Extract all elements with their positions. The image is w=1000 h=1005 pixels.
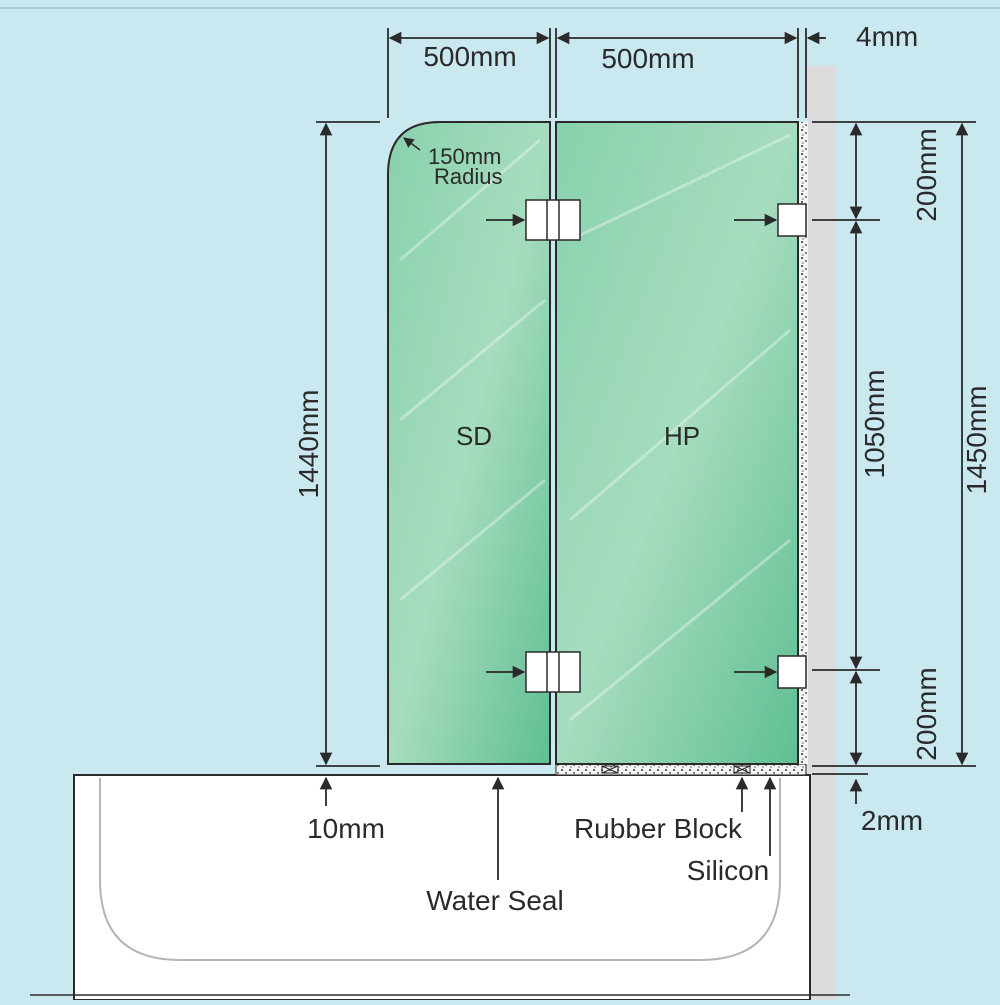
dim-top-left-width: 500mm [423, 41, 516, 72]
wall-bracket-bottom [777, 655, 807, 689]
left-height-dimension [316, 121, 380, 767]
label-bottom-gap: 10mm [307, 813, 385, 844]
rubber-block-marks [601, 765, 751, 774]
label-water-seal: Water Seal [426, 885, 563, 916]
panel-hp [555, 121, 799, 765]
hinge-top [525, 199, 581, 241]
dim-right-top: 200mm [911, 128, 942, 221]
wall [808, 66, 836, 1000]
dim-overall-height: 1450mm [961, 386, 992, 495]
dim-left-height: 1440mm [293, 390, 324, 499]
dim-right-mid: 1050mm [859, 370, 890, 479]
radius-value: 150mm [428, 144, 501, 169]
label-bottom-clearance: 2mm [861, 805, 923, 836]
label-silicon: Silicon [687, 855, 769, 886]
panel-sd [387, 121, 551, 765]
wall-bracket-top [777, 203, 807, 237]
bath-inner-curve [99, 778, 781, 961]
silicon-strip [555, 763, 807, 776]
label-rubber-block: Rubber Block [574, 813, 743, 844]
top-dimension-lines [387, 28, 826, 118]
dim-gap: 4mm [856, 21, 918, 52]
radius-arrow [403, 137, 421, 151]
radius-word: Radius [434, 164, 502, 189]
dim-right-bottom: 200mm [911, 667, 942, 760]
hinge-pointer-arrows [486, 213, 778, 679]
right-dimension-lines [812, 121, 976, 767]
hinge-bottom [525, 651, 581, 693]
dim-top-right-width: 500mm [601, 43, 694, 74]
wall-silicon [798, 122, 808, 764]
panel-sd-label: SD [456, 421, 492, 451]
glass-reflections [399, 133, 791, 722]
bottom-callout-arrows [319, 773, 868, 880]
panel-hp-label: HP [664, 421, 700, 451]
